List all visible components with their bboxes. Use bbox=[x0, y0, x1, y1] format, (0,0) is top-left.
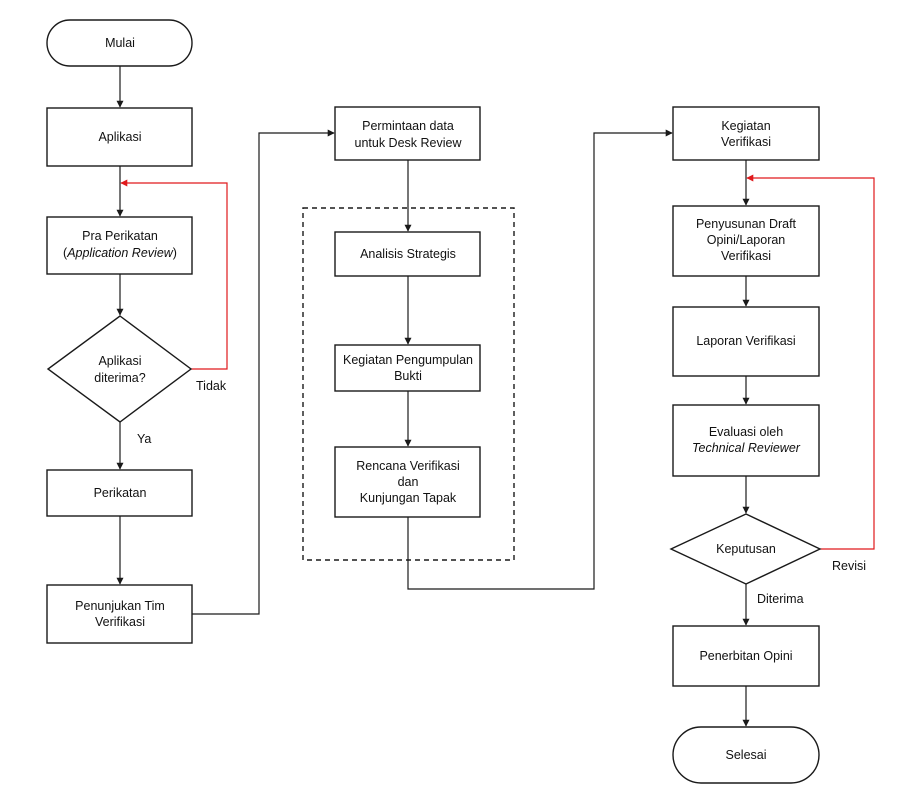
node-perikatan: Perikatan bbox=[46, 469, 193, 517]
node-rencana-label-1: Rencana Verifikasi bbox=[356, 459, 460, 473]
node-penerbitan-label: Penerbitan Opini bbox=[699, 649, 792, 663]
node-aplikasi-diterima-decision: Aplikasi diterima? bbox=[46, 315, 193, 423]
node-analisis-label: Analisis Strategis bbox=[360, 247, 456, 261]
node-kegiatan-label-1: Kegiatan bbox=[721, 119, 770, 133]
edge-label-ya: Ya bbox=[137, 432, 151, 446]
dashed-group-desk-review bbox=[302, 207, 515, 561]
node-laporan-verifikasi: Laporan Verifikasi bbox=[672, 306, 820, 377]
node-permintaan-label-2: untuk Desk Review bbox=[355, 136, 463, 150]
node-mulai-label: Mulai bbox=[105, 36, 135, 50]
node-pra-perikatan: Pra Perikatan (Application Review) bbox=[46, 216, 193, 275]
node-permintaan-data: Permintaan data untuk Desk Review bbox=[334, 106, 481, 161]
node-pengumpulan-label-1: Kegiatan Pengumpulan bbox=[343, 353, 473, 367]
node-perikatan-label: Perikatan bbox=[94, 486, 147, 500]
edge-revisi-feedback bbox=[746, 174, 875, 550]
node-evaluasi-label-1: Evaluasi oleh bbox=[709, 425, 783, 439]
node-mulai: Mulai bbox=[46, 19, 193, 67]
node-penunjukan-label-2: Verifikasi bbox=[95, 615, 145, 629]
node-pra-perikatan-label-2: (Application Review) bbox=[63, 246, 177, 260]
node-evaluasi-label-2: Technical Reviewer bbox=[692, 441, 801, 455]
node-kegiatan-label-2: Verifikasi bbox=[721, 135, 771, 149]
node-penyusunan-label-2: Opini/Laporan bbox=[707, 233, 786, 247]
edge-tidak-feedback bbox=[120, 179, 228, 370]
decision-aplikasi-label-2: diterima? bbox=[94, 371, 145, 385]
node-kegiatan-verifikasi: Kegiatan Verifikasi bbox=[672, 106, 820, 161]
edge-label-diterima: Diterima bbox=[757, 592, 804, 606]
node-aplikasi: Aplikasi bbox=[46, 107, 193, 167]
node-pengumpulan-label-2: Bukti bbox=[394, 369, 422, 383]
node-aplikasi-label: Aplikasi bbox=[98, 130, 141, 144]
node-penyusunan-draft: Penyusunan Draft Opini/Laporan Verifikas… bbox=[672, 205, 820, 277]
node-penunjukan-tim: Penunjukan Tim Verifikasi bbox=[46, 584, 193, 644]
node-rencana-label-3: Kunjungan Tapak bbox=[360, 491, 457, 505]
node-penunjukan-label-1: Penunjukan Tim bbox=[75, 599, 165, 613]
node-pra-perikatan-label-1: Pra Perikatan bbox=[82, 229, 158, 243]
node-analisis-strategis: Analisis Strategis bbox=[334, 231, 481, 277]
node-selesai-label: Selesai bbox=[726, 748, 767, 762]
node-rencana-verifikasi: Rencana Verifikasi dan Kunjungan Tapak bbox=[334, 446, 481, 518]
node-permintaan-label-1: Permintaan data bbox=[362, 119, 454, 133]
edge-penunjukan-permintaan bbox=[192, 129, 335, 615]
node-penerbitan-opini: Penerbitan Opini bbox=[672, 625, 820, 687]
node-kegiatan-pengumpulan-bukti: Kegiatan Pengumpulan Bukti bbox=[334, 344, 481, 392]
node-penyusunan-label-3: Verifikasi bbox=[721, 249, 771, 263]
edge-rencana-kegiatan bbox=[407, 129, 673, 590]
decision-aplikasi-label-1: Aplikasi bbox=[98, 354, 141, 368]
decision-keputusan-label: Keputusan bbox=[716, 542, 776, 556]
node-evaluasi: Evaluasi oleh Technical Reviewer bbox=[672, 404, 820, 477]
node-selesai: Selesai bbox=[672, 726, 820, 784]
edge-label-revisi: Revisi bbox=[832, 559, 866, 573]
edge-label-tidak: Tidak bbox=[196, 379, 227, 393]
node-penyusunan-label-1: Penyusunan Draft bbox=[696, 217, 797, 231]
node-laporan-label: Laporan Verifikasi bbox=[696, 334, 795, 348]
node-keputusan-decision: Keputusan bbox=[669, 513, 822, 585]
node-rencana-label-2: dan bbox=[398, 475, 419, 489]
